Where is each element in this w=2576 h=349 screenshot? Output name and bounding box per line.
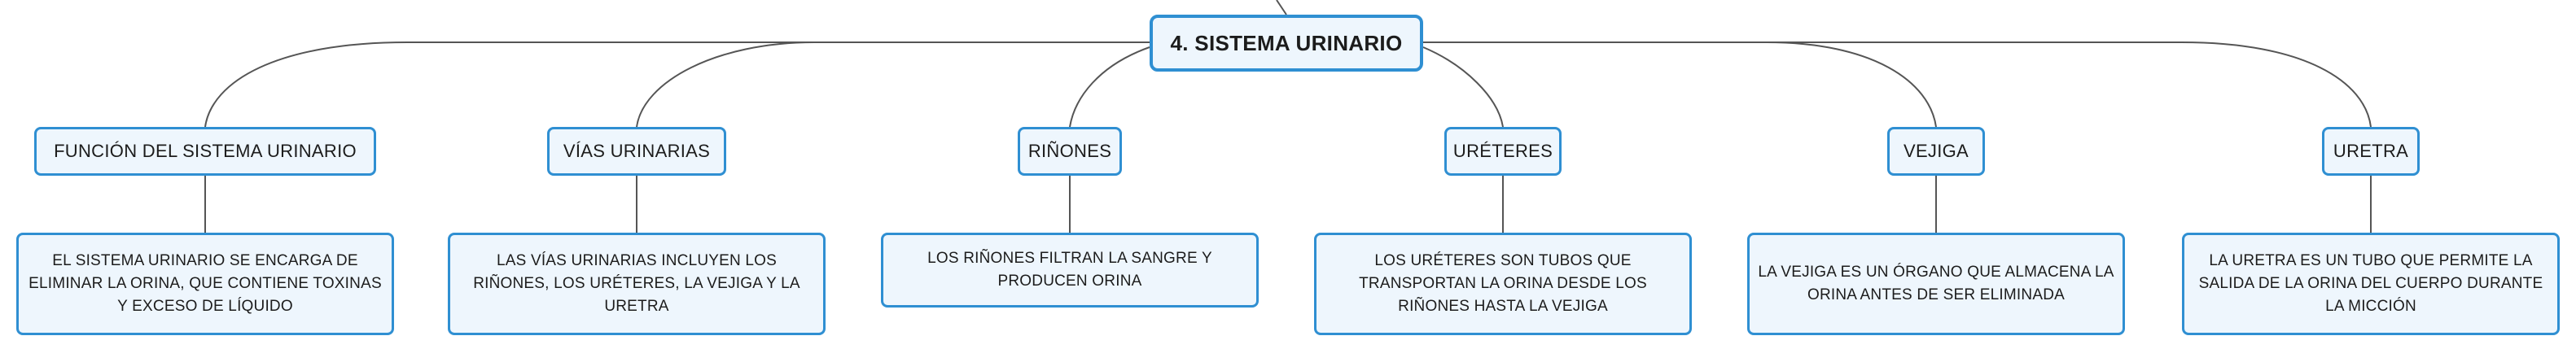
topic-label: URETRA <box>2333 141 2409 161</box>
detail-text: LA URETRA ES UN TUBO QUE PERMITE LA SALI… <box>2198 252 2543 315</box>
topic-vias-urinarias[interactable]: VÍAS URINARIAS <box>547 127 726 176</box>
topic-uretra[interactable]: URETRA <box>2322 127 2420 176</box>
detail-funcion-sistema-urinario[interactable]: EL SISTEMA URINARIO SE ENCARGA DE ELIMIN… <box>16 233 394 335</box>
detail-text: LOS RIÑONES FILTRAN LA SANGRE Y PRODUCEN… <box>927 250 1212 290</box>
connector-root-vias <box>636 41 1150 128</box>
detail-text: LA VEJIGA ES UN ÓRGANO QUE ALMACENA LA O… <box>1758 264 2114 303</box>
detail-text: EL SISTEMA URINARIO SE ENCARGA DE ELIMIN… <box>28 252 382 315</box>
connector-root-rinones <box>1069 46 1150 128</box>
connector-root-vejiga <box>1423 41 1937 128</box>
topic-label: FUNCIÓN DEL SISTEMA URINARIO <box>54 141 357 161</box>
topic-vejiga[interactable]: VEJIGA <box>1887 127 1985 176</box>
detail-rinones[interactable]: LOS RIÑONES FILTRAN LA SANGRE Y PRODUCEN… <box>881 233 1259 308</box>
root-topic-label: 4. SISTEMA URINARIO <box>1170 30 1403 55</box>
connector-to-parent <box>1276 0 1287 15</box>
topic-label: RIÑONES <box>1027 141 1112 161</box>
detail-text: LOS URÉTERES SON TUBOS QUE TRANSPORTAN L… <box>1359 252 1647 315</box>
connector-root-funcion <box>204 41 1150 128</box>
detail-vias-urinarias[interactable]: LAS VÍAS URINARIAS INCLUYEN LOS RIÑONES,… <box>448 233 826 335</box>
detail-uretra[interactable]: LA URETRA ES UN TUBO QUE PERMITE LA SALI… <box>2182 233 2560 335</box>
connector-root-ureteres <box>1422 46 1504 128</box>
detail-vejiga[interactable]: LA VEJIGA ES UN ÓRGANO QUE ALMACENA LA O… <box>1747 233 2125 335</box>
topic-label: URÉTERES <box>1452 141 1553 161</box>
detail-text: LAS VÍAS URINARIAS INCLUYEN LOS RIÑONES,… <box>473 252 800 315</box>
topic-rinones[interactable]: RIÑONES <box>1018 127 1122 176</box>
topic-ureteres[interactable]: URÉTERES <box>1444 127 1562 176</box>
topic-label: VEJIGA <box>1903 141 1969 161</box>
connector-root-uretra <box>1423 41 2372 128</box>
detail-ureteres[interactable]: LOS URÉTERES SON TUBOS QUE TRANSPORTAN L… <box>1314 233 1692 335</box>
topic-funcion-sistema-urinario[interactable]: FUNCIÓN DEL SISTEMA URINARIO <box>34 127 376 176</box>
topic-label: VÍAS URINARIAS <box>563 141 711 161</box>
root-topic[interactable]: 4. SISTEMA URINARIO <box>1150 15 1423 72</box>
